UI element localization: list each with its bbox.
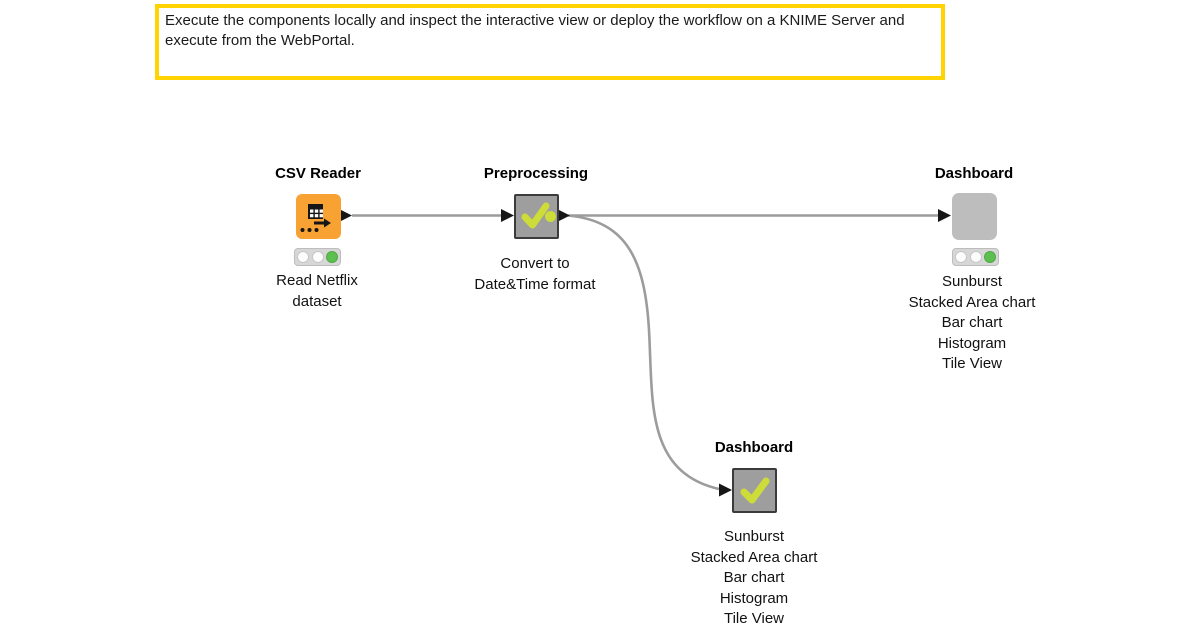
node-label-preprocessing: Convert to Date&Time format	[435, 254, 635, 295]
dashboard-top-input-port[interactable]	[938, 209, 951, 222]
traffic-light-green-icon	[326, 251, 338, 263]
csv-reader-output-port[interactable]	[339, 209, 352, 222]
component-output-dot-icon	[545, 211, 556, 222]
traffic-light-green-icon	[984, 251, 996, 263]
node-dashboard-bottom[interactable]	[732, 468, 777, 513]
label-line: Bar chart	[723, 569, 785, 586]
node-title-preprocessing: Preprocessing	[483, 165, 589, 182]
traffic-light-csv-reader	[294, 248, 341, 266]
node-csv-reader[interactable]	[296, 194, 341, 239]
label-line: Read Netflix	[276, 272, 358, 289]
label-line: dataset	[292, 292, 342, 310]
annotation-text: Execute the components locally and inspe…	[165, 12, 905, 49]
label-line: Histogram	[719, 589, 789, 607]
preprocessing-input-port[interactable]	[501, 209, 514, 222]
node-dashboard-top[interactable]	[952, 193, 997, 240]
label-line: Bar chart	[941, 314, 1003, 331]
label-line: Sunburst	[941, 273, 1003, 290]
label-line: Histogram	[937, 334, 1007, 352]
label-line: Stacked Area chart	[690, 548, 818, 566]
node-title-csv-reader: CSV Reader	[275, 165, 361, 182]
node-label-dashboard-bottom: Sunburst Stacked Area chart Bar chart Hi…	[654, 527, 854, 630]
label-line: Tile View	[723, 610, 785, 627]
csv-reader-icon	[300, 204, 331, 232]
node-label-csv-reader: Read Netflix dataset	[217, 271, 417, 312]
traffic-light-red-icon	[955, 251, 967, 263]
traffic-light-yellow-icon	[311, 251, 324, 263]
traffic-light-yellow-icon	[969, 251, 982, 263]
node-title-dashboard-top: Dashboard	[934, 165, 1014, 182]
node-preprocessing[interactable]	[514, 194, 559, 239]
workflow-annotation[interactable]: Execute the components locally and inspe…	[155, 4, 945, 80]
label-line: Date&Time format	[474, 275, 596, 293]
checkmark-icon	[521, 202, 550, 229]
label-line: Stacked Area chart	[908, 293, 1036, 311]
traffic-light-red-icon	[297, 251, 309, 263]
wire-preprocessing-to-dashboard-bottom[interactable]	[567, 214, 720, 491]
preprocessing-output-port[interactable]	[557, 209, 570, 222]
label-line: Sunburst	[723, 528, 785, 545]
node-title-dashboard-bottom: Dashboard	[714, 439, 794, 456]
checkmark-icon	[740, 477, 770, 504]
traffic-light-dashboard-top	[952, 248, 999, 266]
label-line: Convert to	[500, 255, 570, 272]
dashboard-bottom-input-port[interactable]	[719, 483, 732, 497]
node-label-dashboard-top: Sunburst Stacked Area chart Bar chart Hi…	[872, 272, 1072, 375]
label-line: Tile View	[941, 355, 1003, 372]
